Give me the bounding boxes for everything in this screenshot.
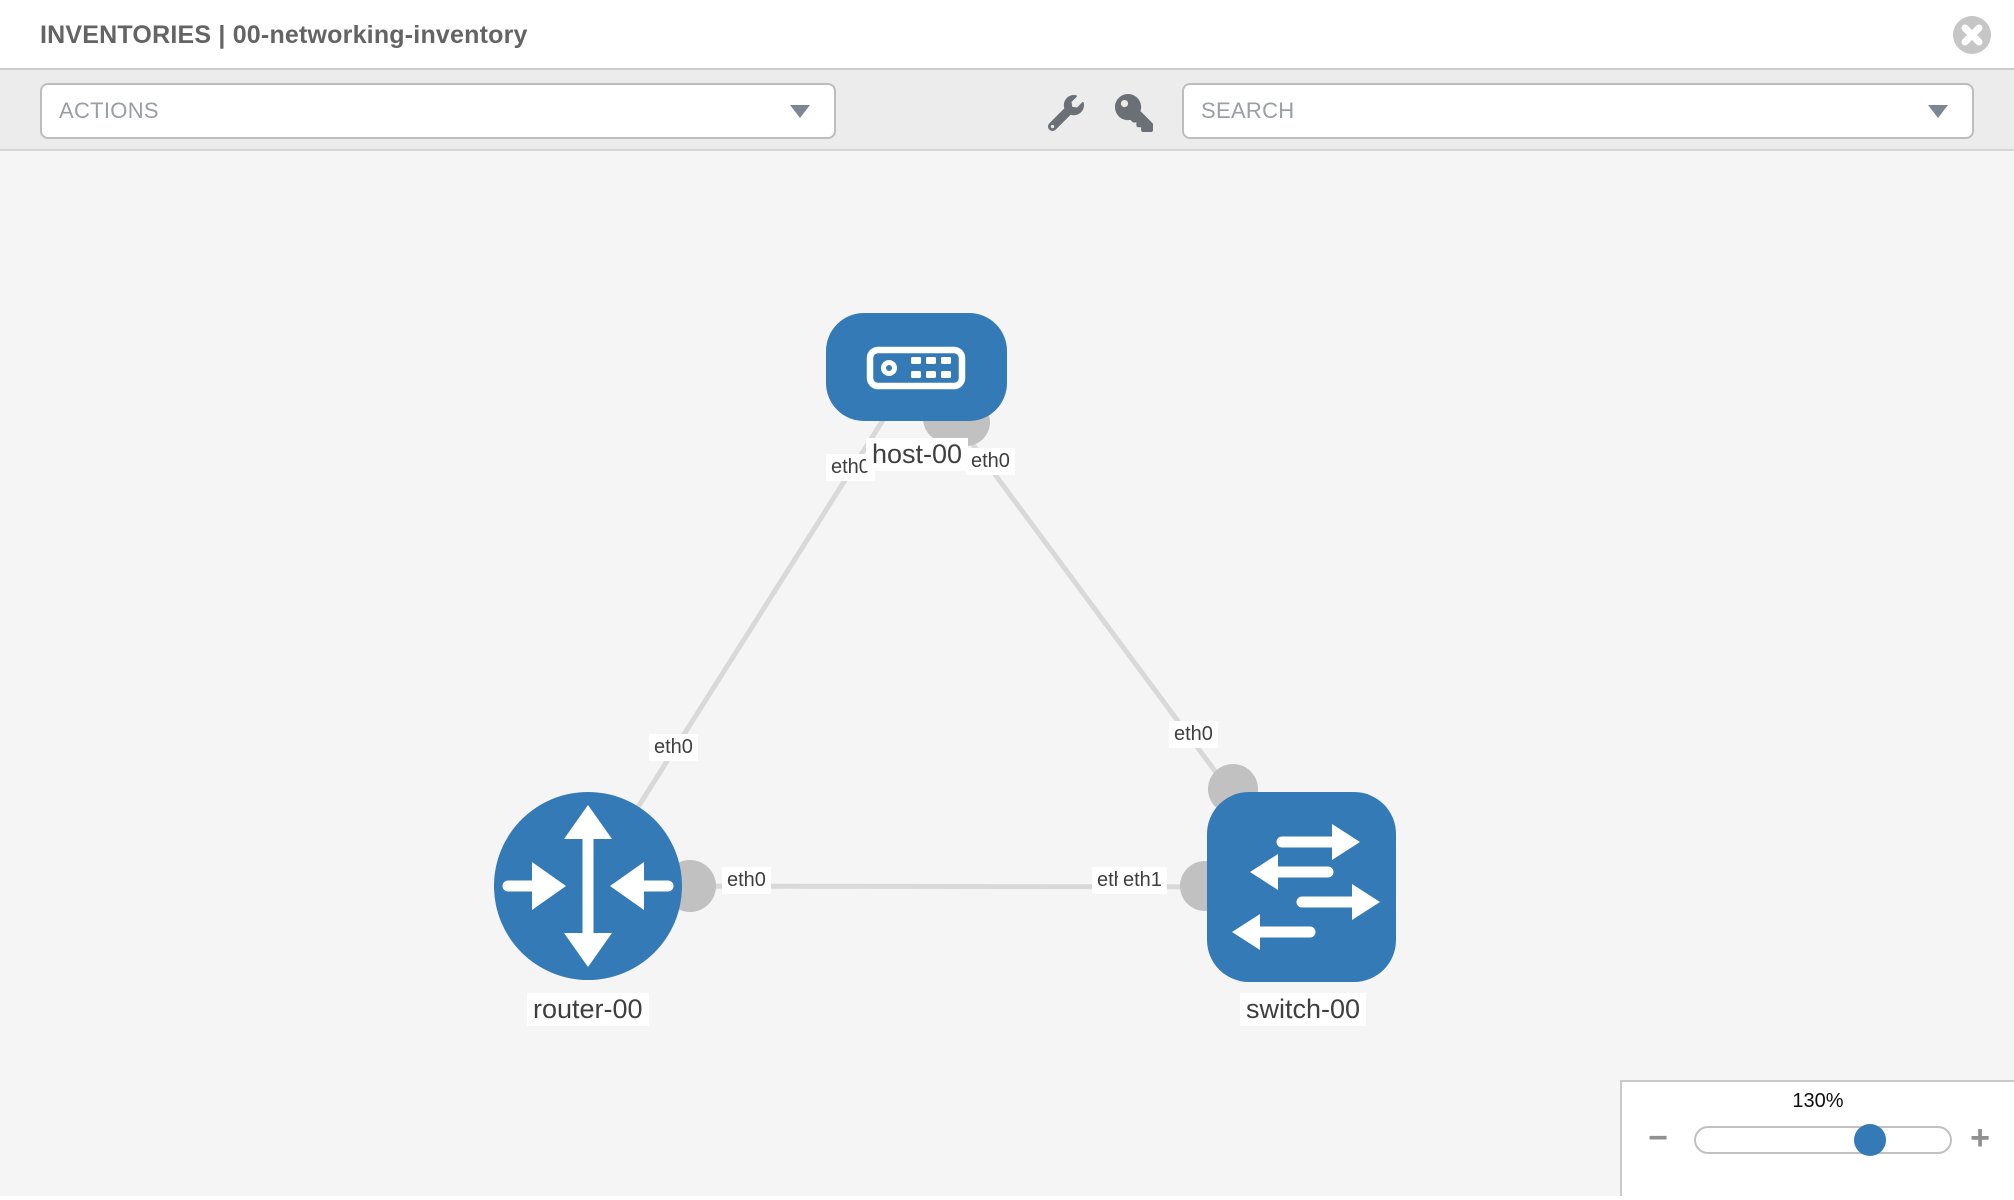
page-title: INVENTORIES | 00-networking-inventory (40, 21, 528, 49)
node-switch-00[interactable] (1207, 792, 1396, 982)
search-dropdown[interactable]: SEARCH (1182, 83, 1974, 139)
header-bar: INVENTORIES | 00-networking-inventory (0, 0, 2014, 70)
zoom-slider-thumb[interactable] (1854, 1124, 1886, 1156)
actions-dropdown-label: ACTIONS (59, 98, 159, 123)
host-icon (866, 346, 966, 390)
search-dropdown-label: SEARCH (1201, 98, 1295, 123)
interface-label: eth1 (1118, 867, 1167, 894)
interface-label: eth0 (966, 448, 1015, 475)
node-label-host[interactable]: host-00 (866, 438, 969, 471)
node-host-00[interactable] (826, 313, 1007, 421)
caret-down-icon (790, 105, 810, 118)
close-icon (1952, 16, 1992, 58)
zoom-in-button[interactable]: + (1960, 1118, 2000, 1158)
interface-label: eth0 (1169, 721, 1218, 748)
node-router-00[interactable] (494, 792, 682, 980)
close-button[interactable] (1952, 15, 1992, 55)
toolbar: ACTIONS SEARCH (0, 70, 2014, 151)
zoom-level-value: 130% (1792, 1090, 1844, 1112)
node-label-router[interactable]: router-00 (527, 993, 649, 1026)
zoom-slider-track[interactable] (1694, 1124, 1952, 1156)
node-label-switch[interactable]: switch-00 (1240, 993, 1367, 1026)
zoom-out-button[interactable]: − (1638, 1118, 1678, 1158)
router-icon (502, 805, 674, 967)
caret-down-icon (1928, 105, 1948, 118)
wrench-icon (1047, 94, 1084, 134)
interface-label: eth0 (722, 867, 771, 894)
topology-canvas[interactable]: eth0 eth0 eth0 eth0 eth0 eth0 eth1 host-… (0, 151, 2014, 1196)
zoom-panel: 130% − + (1620, 1080, 2014, 1196)
tools-button[interactable] (1044, 92, 1088, 136)
key-icon (1115, 93, 1153, 135)
actions-dropdown[interactable]: ACTIONS (40, 83, 836, 139)
interface-label: eth0 (649, 734, 698, 761)
credentials-button[interactable] (1112, 92, 1156, 136)
switch-icon (1232, 824, 1380, 950)
